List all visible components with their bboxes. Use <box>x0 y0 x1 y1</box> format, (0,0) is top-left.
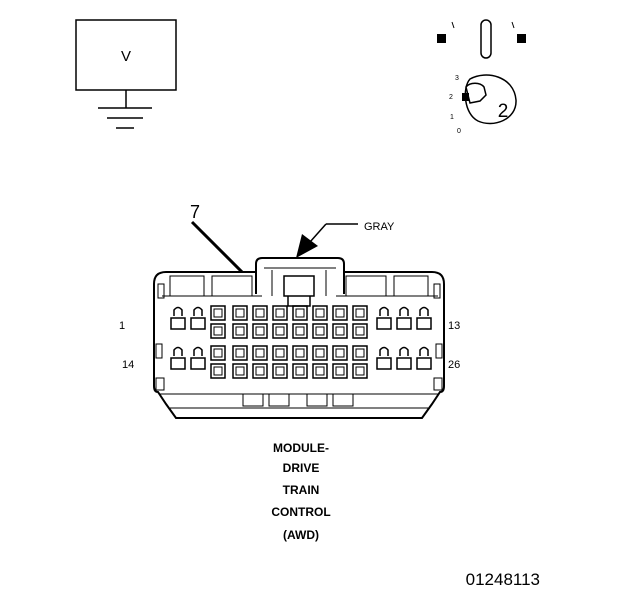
selector-position-label: 3 <box>455 75 459 82</box>
terminal-cavity <box>292 305 308 321</box>
title-line: CONTROL <box>271 505 330 519</box>
terminal-cavity <box>312 363 328 379</box>
callout-color-label: GRAY <box>364 221 395 233</box>
terminal-cavity <box>352 305 368 321</box>
terminal-cavity <box>232 345 248 361</box>
connector-latch <box>255 257 345 307</box>
connector-housing <box>153 257 445 419</box>
terminal-cavity <box>352 363 368 379</box>
selector-position-label: 1 <box>450 114 454 121</box>
terminal-cavity <box>332 323 348 339</box>
selector-position-label: 0 <box>457 128 461 135</box>
terminal-cavity <box>352 323 368 339</box>
voltmeter-symbol: V <box>75 19 177 129</box>
gray-color-callout: GRAY <box>296 221 395 258</box>
terminal-cavity <box>332 345 348 361</box>
terminal-cavity <box>252 305 268 321</box>
pin-range-bottom-start: 14 <box>122 359 134 371</box>
terminal-cavity <box>210 345 226 361</box>
pin-range-bottom-end: 26 <box>448 359 460 371</box>
pin-range-top-start: 1 <box>119 320 125 332</box>
terminal-cavity-keyed <box>376 306 392 330</box>
title-line: (AWD) <box>283 528 319 542</box>
pin-range-top-end: 13 <box>448 320 460 332</box>
title-line: MODULE- <box>273 441 329 455</box>
title-line: TRAIN <box>283 483 320 497</box>
terminal-cavity-keyed <box>396 306 412 330</box>
terminal-cavity <box>292 345 308 361</box>
terminal-cavity <box>332 363 348 379</box>
terminal-cavity-keyed <box>396 346 412 370</box>
terminal-cavity <box>252 363 268 379</box>
cavity-grid <box>170 305 432 379</box>
terminal-cavity <box>252 345 268 361</box>
terminal-cavity-keyed <box>416 306 432 330</box>
terminal-cavity-keyed <box>170 346 186 370</box>
terminal-cavity <box>232 323 248 339</box>
selector-switch-icon: 3 2 1 0 2 <box>437 19 526 135</box>
selector-current-position: 2 <box>498 101 509 122</box>
terminal-cavity <box>312 323 328 339</box>
voltmeter-label: V <box>121 48 131 65</box>
terminal-cavity <box>292 323 308 339</box>
figure-id: 01248113 <box>466 570 540 589</box>
terminal-cavity <box>210 305 226 321</box>
terminal-cavity-keyed <box>190 306 206 330</box>
terminal-cavity-keyed <box>376 346 392 370</box>
terminal-cavity-keyed <box>190 346 206 370</box>
terminal-cavity <box>292 363 308 379</box>
terminal-cavity <box>272 323 288 339</box>
terminal-cavity-keyed <box>416 346 432 370</box>
module-title: MODULE- DRIVE TRAIN CONTROL (AWD) <box>271 441 330 542</box>
terminal-cavity <box>210 323 226 339</box>
terminal-cavity <box>272 363 288 379</box>
terminal-cavity-keyed <box>170 306 186 330</box>
title-line: DRIVE <box>283 461 320 475</box>
terminal-cavity <box>272 345 288 361</box>
selector-position-label: 2 <box>449 94 453 101</box>
terminal-cavity <box>352 345 368 361</box>
terminal-cavity <box>332 305 348 321</box>
ground-icon <box>98 90 152 129</box>
callout-pin-number: 7 <box>190 202 200 222</box>
terminal-cavity <box>272 305 288 321</box>
terminal-cavity <box>232 363 248 379</box>
terminal-cavity <box>312 345 328 361</box>
terminal-cavity <box>210 363 226 379</box>
terminal-cavity <box>312 305 328 321</box>
terminal-cavity <box>232 305 248 321</box>
terminal-cavity <box>252 323 268 339</box>
